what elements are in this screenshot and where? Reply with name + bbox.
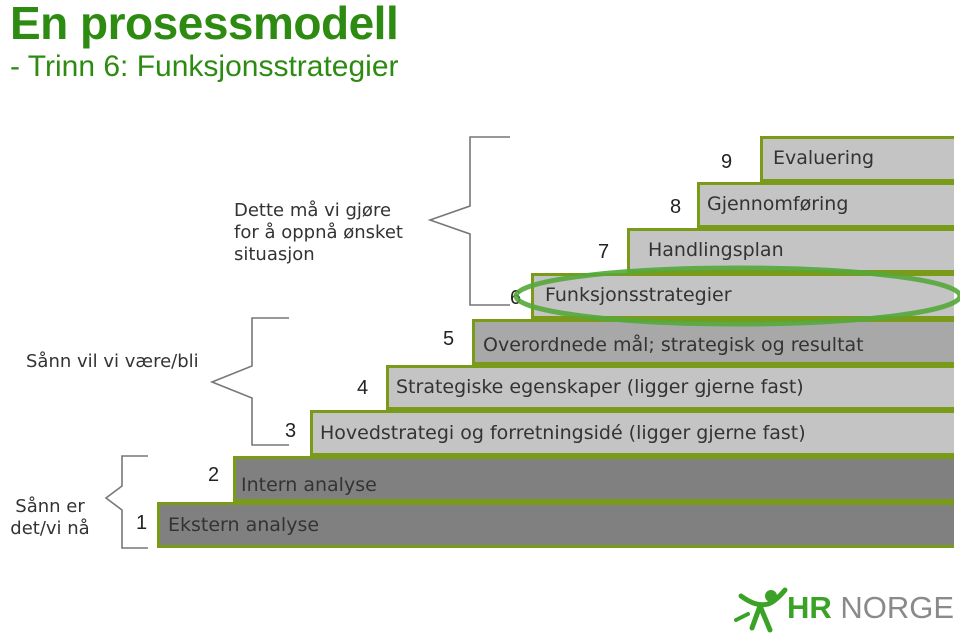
page-subtitle: - Trinn 6: Funksjonsstrategier xyxy=(10,50,399,83)
step-4-number: 4 xyxy=(357,377,369,399)
step-1-label: Ekstern analyse xyxy=(168,514,320,536)
step-9-label: Evaluering xyxy=(773,147,875,169)
step-1-number: 1 xyxy=(136,512,148,534)
step-4 xyxy=(386,365,954,410)
logo-text: HR NORGE xyxy=(787,590,954,626)
brace-current-state xyxy=(104,455,148,549)
page-title: En prosessmodell xyxy=(10,0,399,49)
step-6 xyxy=(531,273,954,319)
step-9-number: 9 xyxy=(721,151,733,173)
step-3-label: Hovedstrategi og forretningsidé (ligger … xyxy=(320,422,806,444)
step-3 xyxy=(310,410,954,456)
step-7-label: Handlingsplan xyxy=(648,239,784,261)
logo-norge: NORGE xyxy=(840,590,955,625)
label-desired-state: Sånn vil vi være/bli xyxy=(26,351,199,372)
brace-action-needed xyxy=(427,136,510,306)
brace-desired-state xyxy=(209,317,289,446)
step-6-label: Funksjonsstrategier xyxy=(545,284,732,306)
step-5 xyxy=(472,319,954,365)
step-8 xyxy=(697,182,954,228)
step-3-number: 3 xyxy=(285,420,297,442)
step-4-label: Strategiske egenskaper (ligger gjerne fa… xyxy=(396,376,804,398)
step-2 xyxy=(233,456,954,502)
label-action-needed: Dette må vi gjøre for å oppnå ønsket sit… xyxy=(234,200,403,265)
step-5-number: 5 xyxy=(443,328,455,350)
highlight-ellipse xyxy=(513,265,960,327)
step-1 xyxy=(157,502,954,548)
step-7-number: 7 xyxy=(598,241,610,263)
step-2-number: 2 xyxy=(208,464,220,486)
step-5-label: Overordnede mål; strategisk og resultat xyxy=(483,334,864,356)
step-7 xyxy=(627,228,954,273)
logo-hr: HR xyxy=(787,590,832,625)
step-2-label: Intern analyse xyxy=(241,474,377,496)
step-8-number: 8 xyxy=(670,196,682,218)
step-9 xyxy=(760,136,954,182)
step-8-label: Gjennomføring xyxy=(707,193,849,215)
label-current-state: Sånn er det/vi nå xyxy=(10,496,90,539)
